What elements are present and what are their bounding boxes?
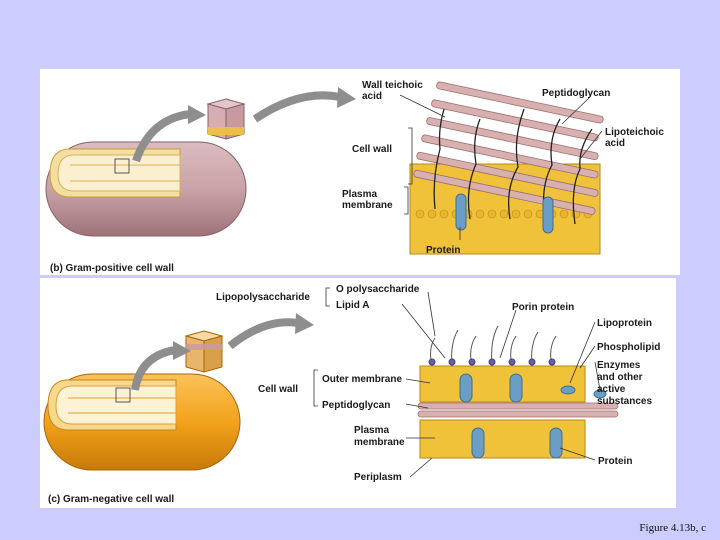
gram-positive-panel: Wall teichoic acid Peptidoglycan Lipotei…	[40, 69, 680, 275]
label-enzymes: Enzymes and other active substances	[597, 360, 652, 407]
label-phospholipid: Phospholipid	[597, 342, 660, 353]
label-plasma-membrane: Plasma membrane	[354, 425, 405, 448]
gram-positive-wall-block	[409, 81, 604, 255]
gram-positive-diagram: Wall teichoic acid Peptidoglycan Lipotei…	[45, 80, 667, 274]
label-plasma-membrane: Plasma membrane	[342, 189, 393, 211]
label-cell-wall: Cell wall	[258, 384, 298, 395]
label-o-polysaccharide: O polysaccharide	[336, 284, 420, 295]
label-periplasm: Periplasm	[354, 472, 402, 483]
label-lipoprotein: Lipoprotein	[597, 318, 652, 329]
label-porin-protein: Porin protein	[512, 302, 574, 313]
label-protein: Protein	[426, 245, 460, 256]
zoom-arrow-1	[132, 110, 191, 163]
zoom-arrow-2	[227, 318, 299, 350]
gram-negative-wall-block	[417, 325, 619, 459]
label-wall-teichoic-acid: Wall teichoic acid	[362, 80, 426, 102]
label-protein: Protein	[598, 456, 632, 467]
panel-c-caption: (c) Gram-negative cell wall	[48, 494, 174, 505]
label-lipopolysaccharide: Lipopolysaccharide	[216, 292, 310, 303]
figure-caption: Figure 4.13b, c	[639, 522, 706, 534]
leader-lines-b	[399, 94, 603, 240]
cell-wall-cube	[206, 98, 246, 140]
gram-negative-panel: Lipopolysaccharide O polysaccharide Lipi…	[40, 278, 676, 508]
label-lipid-a: Lipid A	[336, 300, 370, 311]
gram-positive-bacterium	[45, 141, 247, 237]
cell-wall-cube	[184, 330, 224, 373]
zoom-arrow-1	[131, 346, 176, 391]
label-peptidoglycan: Peptidoglycan	[542, 88, 610, 99]
label-cell-wall: Cell wall	[352, 144, 392, 155]
zoom-arrow-2	[252, 91, 341, 123]
gram-negative-bacterium	[43, 373, 241, 471]
panel-b-caption: (b) Gram-positive cell wall	[50, 263, 174, 274]
label-peptidoglycan: Peptidoglycan	[322, 400, 390, 411]
gram-negative-diagram: Lipopolysaccharide O polysaccharide Lipi…	[43, 284, 660, 505]
leader-lines-c	[313, 287, 601, 478]
label-lipoteichoic-acid: Lipoteichoic acid	[605, 127, 667, 149]
label-outer-membrane: Outer membrane	[322, 374, 402, 385]
